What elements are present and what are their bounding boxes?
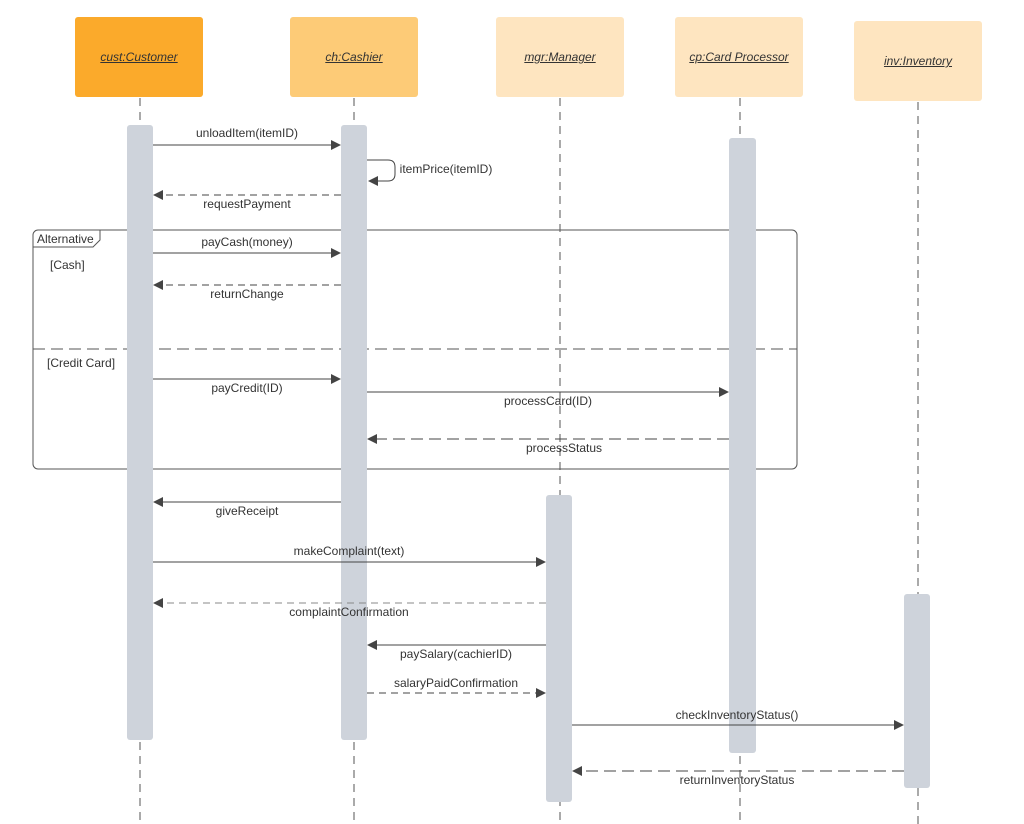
msg-unload-item-label: unloadItem(itemID) <box>195 126 299 140</box>
msg-salary-paid-confirmation-label: salaryPaidConfirmation <box>393 676 519 690</box>
alt-guard-cash: [Cash] <box>50 258 85 272</box>
msg-process-status-label: processStatus <box>525 441 603 455</box>
msg-process-card-label: processCard(ID) <box>503 394 593 408</box>
lifeline-customer-box[interactable]: cust:Customer <box>75 17 203 97</box>
msg-pay-credit-label: payCredit(ID) <box>211 381 283 395</box>
lifeline-inventory-label: inv:Inventory <box>883 54 953 68</box>
lifeline-manager-label: mgr:Manager <box>524 50 596 64</box>
msg-give-receipt-label: giveReceipt <box>215 504 279 518</box>
activation-inventory <box>904 594 930 788</box>
lifeline-card-processor-label: cp:Card Processor <box>689 50 789 64</box>
lifeline-customer-label: cust:Customer <box>100 50 178 64</box>
msg-request-payment-label: requestPayment <box>203 197 291 211</box>
lifeline-cashier-label: ch:Cashier <box>325 50 383 64</box>
lifeline-card-processor-box[interactable]: cp:Card Processor <box>675 17 803 97</box>
alt-fragment-operator-tab <box>33 230 101 248</box>
lifeline-manager-box[interactable]: mgr:Manager <box>496 17 624 97</box>
msg-pay-cash-label: payCash(money) <box>201 235 293 249</box>
lifeline-inventory-box[interactable]: inv:Inventory <box>854 21 982 101</box>
alt-guard-credit-card: [Credit Card] <box>47 356 116 370</box>
activation-card <box>729 138 756 753</box>
msg-make-complaint-label: makeComplaint(text) <box>293 544 405 558</box>
alt-fragment-operator: Alternative <box>37 232 94 246</box>
lifeline-cashier-box[interactable]: ch:Cashier <box>290 17 418 97</box>
msg-complaint-confirmation-label: complaintConfirmation <box>289 605 409 619</box>
activation-customer <box>127 125 153 740</box>
activation-cashier <box>341 125 367 740</box>
activation-manager <box>546 495 572 802</box>
msg-pay-salary-label: paySalary(cachierID) <box>399 647 513 661</box>
msg-return-inventory-status-label: returnInventoryStatus <box>679 773 795 787</box>
msg-check-inventory-status-label: checkInventoryStatus() <box>675 708 799 722</box>
msg-item-price-arrow <box>367 159 396 186</box>
msg-return-change-label: returnChange <box>210 287 284 301</box>
msg-item-price-label: itemPrice(itemID) <box>399 162 493 176</box>
